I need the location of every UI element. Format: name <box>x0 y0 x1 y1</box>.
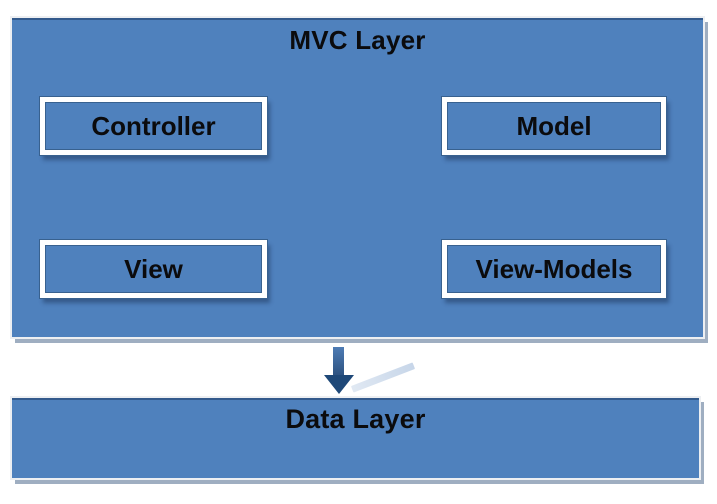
node-label: View <box>124 253 183 284</box>
mvc-layer-box: MVC Layer Controller Model View View-Mod… <box>10 16 705 339</box>
node-view-models: View-Models <box>441 239 667 299</box>
arrow-reflection-swoosh <box>350 362 416 393</box>
node-label: View-Models <box>475 253 633 284</box>
arrow-head <box>324 375 354 394</box>
node-label: Model <box>516 110 592 141</box>
data-layer-box: Data Layer <box>10 396 701 480</box>
data-layer-title: Data Layer <box>285 404 426 434</box>
arrow-shaft <box>333 347 344 376</box>
node-controller: Controller <box>39 96 268 156</box>
node-model: Model <box>441 96 667 156</box>
node-label: Controller <box>91 110 216 141</box>
mvc-layer-title: MVC Layer <box>289 25 426 55</box>
node-view: View <box>39 239 268 299</box>
